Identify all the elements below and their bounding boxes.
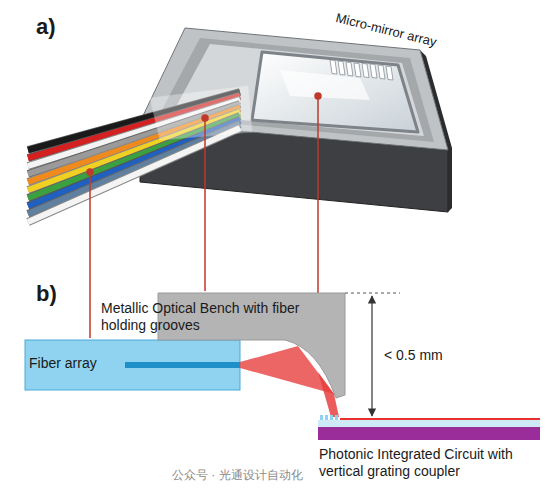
package-render [140, 28, 452, 212]
panel-letter: a) [36, 14, 56, 40]
micro-mirror-array [330, 60, 393, 80]
fiber-array: Fiber array [26, 352, 122, 375]
leader-lines [87, 93, 321, 351]
node-text: Photonic Integrated Circuit with vertica… [319, 446, 543, 480]
fiber-ribbon [28, 86, 252, 222]
cross-section [25, 293, 540, 440]
photonic-chip: Photonic Integrated Circuit with vertica… [316, 443, 546, 483]
node-text: Metallic Optical Bench with fiber holdin… [101, 300, 309, 334]
optical-bench: Metallic Optical Bench with fiber holdin… [98, 297, 312, 337]
dimension-value: < 0.5 mm [384, 347, 443, 364]
watermark: 公众号 · 光通设计自动化 [172, 468, 303, 482]
node-text: Fiber array [29, 355, 119, 372]
panel-letter: b) [36, 281, 57, 307]
